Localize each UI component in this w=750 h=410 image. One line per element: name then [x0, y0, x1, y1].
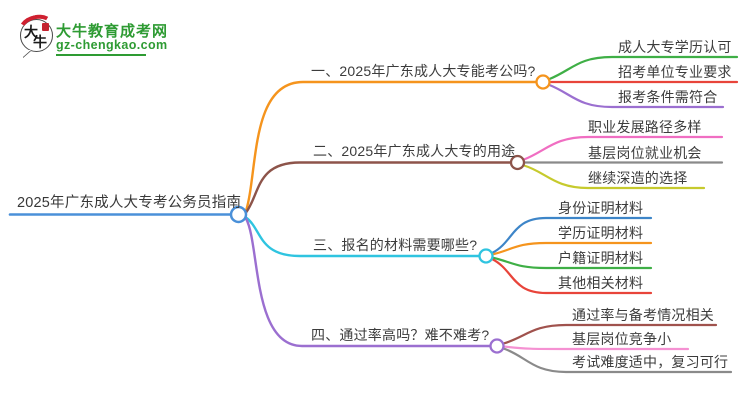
- logo-red-seal-icon: [42, 23, 49, 31]
- branch-2-sub-3-label: 继续深造的选择: [588, 170, 688, 186]
- branch-1-connector: [244, 80, 538, 213]
- branch-1-node-circle: [535, 74, 551, 90]
- branch-1-sub-1-label: 成人大专学历认可: [618, 39, 732, 55]
- site-url: gz-chengkao.com: [56, 38, 168, 52]
- branch-1-sub-2-label: 招考单位专业要求: [618, 64, 732, 80]
- logo-bubble-tail: [23, 50, 31, 57]
- branch-4-sub-2-label: 基层岗位竞争小: [572, 331, 672, 347]
- branch-3-sub-3-label: 户籍证明材料: [558, 250, 644, 266]
- branch-3-sub-4-label: 其他相关材料: [558, 275, 644, 291]
- logo-glyph-2: 牛: [33, 36, 47, 51]
- branch-1-title: 一、2025年广东成人大专能考公吗?: [311, 63, 536, 79]
- branch-4-connector: [244, 217, 492, 348]
- logo-underline: [56, 54, 146, 56]
- logo-bull-icon: 大 牛: [14, 10, 60, 57]
- branch-4-sub-1-label: 通过率与备考情况相关: [572, 307, 714, 323]
- branch-4-sub-3-label: 考试难度适中，复习可行: [572, 354, 729, 370]
- branch-4-node-circle: [489, 338, 505, 354]
- branch-3-sub-4-underline: [490, 257, 653, 295]
- branch-3-sub-1-underline: [490, 216, 653, 255]
- site-logo: 大 牛 大牛教育成考网 gz-chengkao.com: [0, 0, 230, 60]
- branch-1-sub-1-underline: [548, 55, 739, 81]
- branch-4-sub-1-underline: [502, 323, 718, 345]
- branch-2-title: 二、2025年广东成人大专的用途: [313, 143, 516, 159]
- branch-2-connector: [244, 161, 513, 214]
- branch-4-sub-2-underline: [502, 345, 690, 351]
- root-node-circle: [229, 205, 248, 224]
- branch-2-sub-3-underline: [522, 164, 706, 190]
- branch-3-sub-2-label: 学历证明材料: [558, 225, 644, 241]
- branch-3-title: 三、报名的材料需要哪些?: [313, 237, 478, 253]
- root-topic-label: 2025年广东成人大专考公务员指南: [17, 195, 242, 211]
- branch-3-node-circle: [478, 248, 494, 264]
- branch-2-sub-1-underline: [522, 135, 724, 161]
- branch-2-node-circle: [509, 154, 526, 171]
- branch-4-sub-3-underline: [502, 347, 733, 374]
- branch-2-sub-2-label: 基层岗位就业机会: [588, 145, 702, 161]
- branch-3-connector: [244, 216, 481, 258]
- branch-3-sub-1-label: 身份证明材料: [558, 200, 644, 216]
- branch-1-sub-3-label: 报考条件需符合: [618, 89, 718, 105]
- branch-4-title: 四、通过率高吗？难不难考?: [311, 327, 490, 343]
- branch-3-sub-2-underline: [490, 241, 653, 256]
- logo-glyphs: 大 牛: [21, 20, 52, 51]
- branch-2-sub-1-label: 职业发展路径多样: [588, 119, 702, 135]
- branch-1-sub-3-underline: [548, 83, 725, 109]
- logo-glyph-1: 大: [24, 26, 38, 41]
- site-name: 大牛教育成考网: [56, 23, 169, 40]
- branch-3-sub-3-underline: [490, 256, 653, 270]
